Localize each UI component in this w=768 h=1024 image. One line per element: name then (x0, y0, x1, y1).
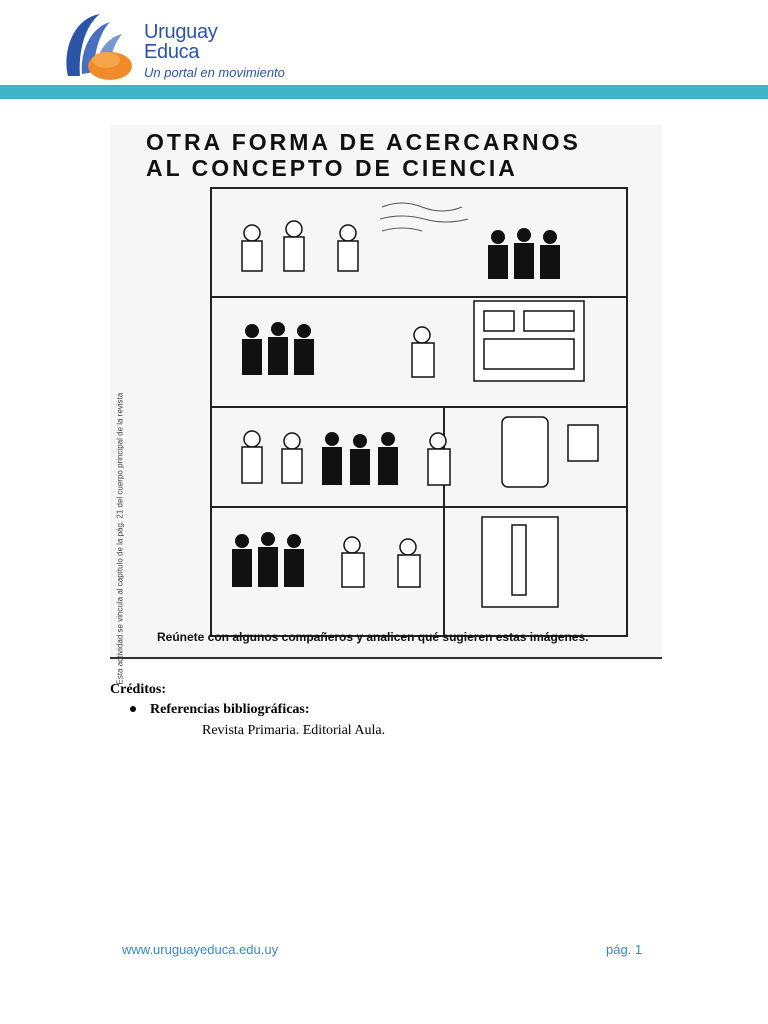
cartoon-illustration (212, 202, 626, 635)
header-band (0, 85, 768, 99)
page-header: Uruguay Educa Un portal en movimiento (0, 0, 768, 100)
figure-title: OTRA FORMA DE ACERCARNOS AL CONCEPTO DE … (146, 129, 581, 181)
page-number: pág. 1 (606, 942, 643, 957)
logo[interactable]: Uruguay Educa Un portal en movimiento (60, 10, 320, 85)
reference-entry: Revista Primaria. Editorial Aula. (202, 723, 386, 738)
figure-side-note: Esta actividad se vincula al capítulo de… (115, 392, 125, 685)
logo-tagline: Un portal en movimiento (144, 65, 285, 80)
bullet-icon (130, 705, 136, 712)
figure-caption: Reúnete con algunos compañeros y analice… (157, 630, 589, 644)
logo-line-2: Educa (144, 41, 200, 63)
credits-section: Créditos: (110, 682, 166, 698)
credits-label: Créditos: (110, 682, 166, 697)
cartoon-figure: OTRA FORMA DE ACERCARNOS AL CONCEPTO DE … (110, 125, 662, 685)
figure-title-line-1: OTRA FORMA DE ACERCARNOS (146, 129, 581, 155)
figure-divider (110, 657, 662, 659)
footer-url-link[interactable]: www.uruguayeduca.edu.uy (122, 942, 279, 957)
logo-title: Uruguay Educa (144, 22, 218, 62)
logo-line-1: Uruguay (144, 21, 218, 43)
cartoon-panels (210, 187, 628, 637)
uruguay-educa-logo-icon (66, 14, 132, 80)
references-label: Referencias bibliográficas: (150, 702, 310, 717)
figure-title-line-2: AL CONCEPTO DE CIENCIA (146, 155, 518, 181)
references-item: Referencias bibliográficas: (130, 702, 310, 718)
